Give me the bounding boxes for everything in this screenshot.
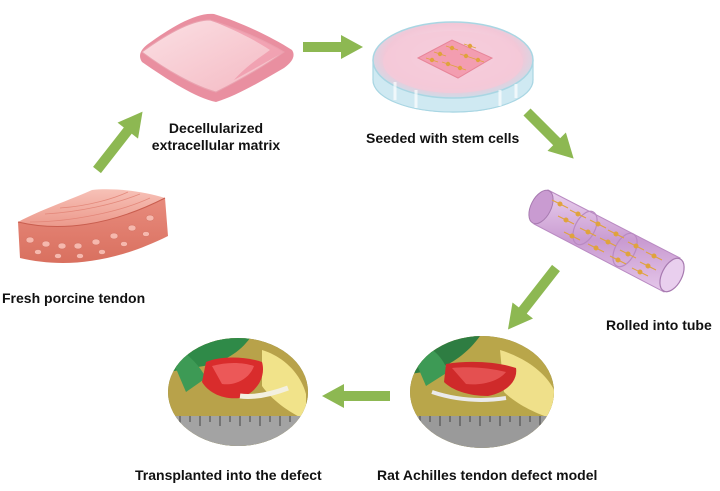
flow-arrows [93,35,574,408]
arrow-matrix-to-dish [303,35,363,59]
arrow-model-to-transplant [322,384,390,408]
label-transplanted: Transplanted into the defect [135,467,322,483]
label-fresh-porcine-tendon: Fresh porcine tendon [2,290,146,306]
arrow-tube-to-model [507,264,560,330]
porcine-tendon-image [17,189,168,263]
arrow-tendon-to-matrix [93,111,143,174]
rolled-tube-image [528,189,685,293]
defect-model-photo [410,336,554,448]
arrow-dish-to-tube [523,108,574,159]
petri-dish-image [372,21,534,113]
label-rat-achilles-model: Rat Achilles tendon defect model [377,467,598,483]
label-decellularized-matrix: Decellularized extracellular matrix [151,120,281,153]
transplant-photo [168,338,308,446]
label-rolled-into-tube: Rolled into tube [606,317,712,333]
label-seeded-stem-cells: Seeded with stem cells [366,130,520,146]
decellularized-matrix-image [140,13,294,103]
